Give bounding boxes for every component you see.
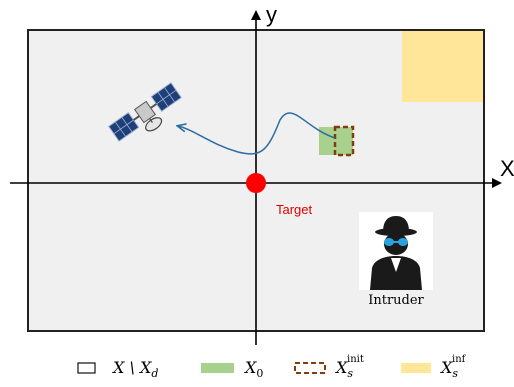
legend-swatch-green [201, 363, 234, 373]
satellite-icon [108, 82, 182, 142]
legend-label-x0: X0 [243, 358, 263, 380]
spy-icon [359, 212, 433, 290]
legend-swatch-yellow [401, 363, 431, 373]
target-label: Target [276, 202, 313, 217]
y-axis-label: y [266, 2, 277, 27]
init-safe-region [333, 125, 355, 157]
intruder-label: Intruder [368, 293, 424, 308]
trajectory-curve [178, 112, 336, 155]
legend-swatch-dashed [294, 362, 326, 374]
target-point [246, 173, 266, 193]
legend-swatch-outline [77, 362, 96, 374]
inf-region [402, 31, 483, 102]
x-axis-label: X [500, 156, 514, 181]
legend-label-xs-inf: Xsinf [439, 354, 467, 380]
legend-label-domain: X \ Xd [111, 358, 158, 380]
legend-label-xs-init: Xsinit [334, 354, 364, 380]
legend: X \ Xd X0 Xsinit Xsinf [77, 354, 467, 380]
